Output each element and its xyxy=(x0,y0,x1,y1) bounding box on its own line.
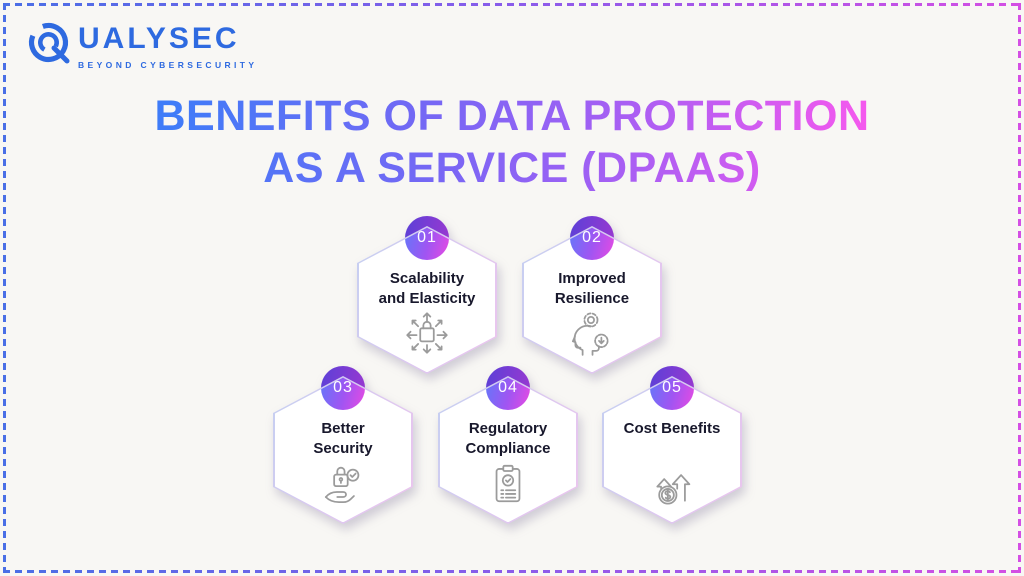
hexagon-03-security: 03 Better Security xyxy=(273,366,413,524)
compliance-clipboard-icon xyxy=(483,458,533,508)
hexagon-border: 01 Scalability and Elasticity xyxy=(357,226,497,374)
cost-growth-coin-icon xyxy=(647,458,697,508)
benefit-label: Regulatory Compliance xyxy=(465,419,551,457)
hexagon-border: 05 Cost Benefits xyxy=(602,376,742,524)
hexagon-04-compliance: 04 Regulatory Compliance xyxy=(438,366,578,524)
scalability-lock-arrows-icon xyxy=(402,308,452,358)
hexagon-05-cost: 05 Cost Benefits xyxy=(602,366,742,524)
benefit-label: Improved Resilience xyxy=(554,269,630,307)
dashed-border-top xyxy=(3,3,1021,6)
page-title: BENEFITS OF DATA PROTECTION AS A SERVICE… xyxy=(122,90,902,195)
logo-tagline: BEYOND CYBERSECURITY xyxy=(78,60,258,70)
resilience-head-gear-icon xyxy=(567,308,617,358)
page-title-line1: BENEFITS OF DATA PROTECTION xyxy=(154,92,870,140)
number-text: 04 xyxy=(498,379,518,396)
hexagon-body: 02 Improved Resilience xyxy=(523,227,661,373)
hexagon-01-scalability: 01 Scalability and Elasticity xyxy=(357,216,497,374)
hexagon-border: 02 Improved Resilience xyxy=(522,226,662,374)
security-hand-lock-icon xyxy=(318,458,368,508)
number-text: 03 xyxy=(333,379,353,396)
logo-wordmark: UALYSEC xyxy=(78,22,240,55)
hexagon-border: 03 Better Security xyxy=(273,376,413,524)
hexagon-body: 03 Better Security xyxy=(274,377,412,523)
number-text: 01 xyxy=(417,229,437,246)
qualysec-logo: UALYSEC BEYOND CYBERSECURITY xyxy=(26,20,257,70)
hexagon-02-resilience: 02 Improved Resilience xyxy=(522,216,662,374)
dashed-border-right xyxy=(1018,3,1021,573)
benefit-label: Cost Benefits xyxy=(623,419,721,437)
benefit-label: Better Security xyxy=(313,419,373,457)
hexagon-body: 04 Regulatory Compliance xyxy=(439,377,577,523)
hexagon-border: 04 Regulatory Compliance xyxy=(438,376,578,524)
benefit-label: Scalability and Elasticity xyxy=(378,269,476,307)
qualysec-q-icon xyxy=(28,22,70,64)
dashed-border-left xyxy=(3,3,6,573)
page-title-line2: AS A SERVICE (DPAAS) xyxy=(263,144,761,193)
dashed-border-bottom xyxy=(3,570,1021,573)
number-text: 05 xyxy=(662,379,682,396)
number-text: 02 xyxy=(582,229,602,246)
hexagon-body: 05 Cost Benefits xyxy=(603,377,741,523)
hexagon-body: 01 Scalability and Elasticity xyxy=(358,227,496,373)
